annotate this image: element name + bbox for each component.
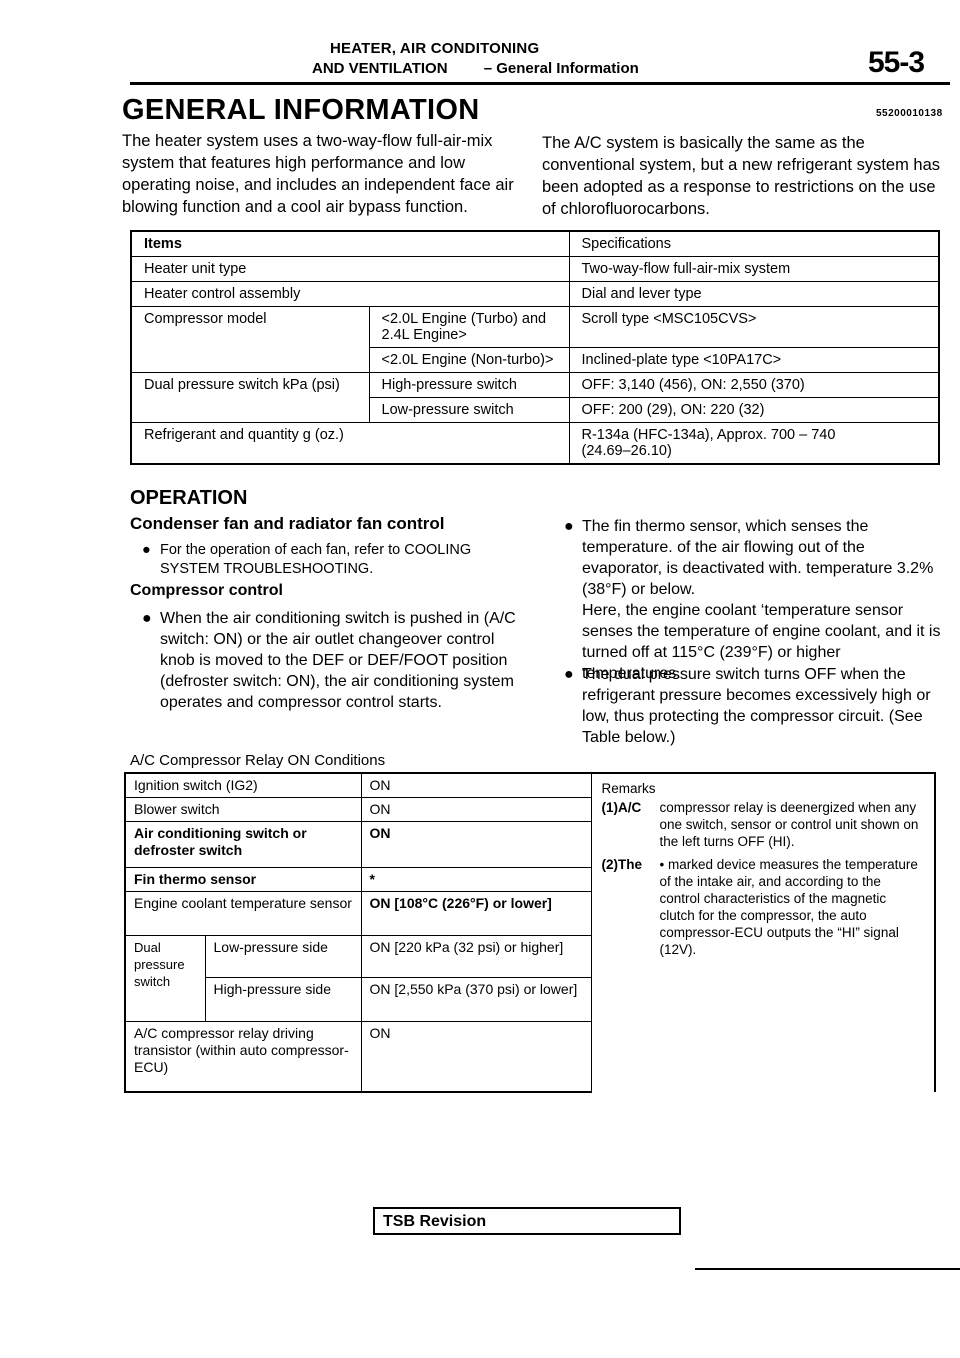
table-row: Compressor model <2.0L Engine (Turbo) an…: [130, 306, 940, 373]
table-row: High-pressure side ON [2,550 kPa (370 ps…: [125, 977, 935, 1022]
table-row: Engine coolant temperature sensor ON [10…: [124, 891, 935, 936]
remark-2-text: • marked device measures the temperature…: [659, 857, 918, 957]
table-row: A/C compressor relay driving transistor …: [124, 1021, 935, 1090]
remark-1-text: compressor relay is deenergized when any…: [659, 800, 919, 849]
table-row: [124, 1089, 935, 1093]
low-side-value: ON [220 kPa (32 psi) or higher]: [360, 935, 591, 978]
table-row: Fin thermo sensor *: [124, 867, 935, 892]
fin-thermo-bullet: ● The fin thermo sensor, which senses th…: [564, 516, 942, 600]
ignition-item: Ignition switch (IG2): [124, 772, 361, 798]
table-row: <2.0L Engine (Non-turbo)> Inclined-plate…: [131, 347, 940, 373]
fin-thermo-value: *: [360, 867, 591, 892]
fin-thermo-bullet-text: The fin thermo sensor, which senses the …: [582, 518, 934, 598]
refrigerant-spec-line1: R-134a (HFC-134a), Approx. 700 – 740: [581, 427, 836, 443]
header-title-line1: HEATER, AIR CONDITONING: [330, 40, 540, 57]
table-row: Dual pressure switch kPa (psi) High-pres…: [130, 372, 940, 423]
ignition-value: ON: [360, 772, 591, 798]
transistor-value: ON: [360, 1021, 591, 1090]
compressor-sub1: <2.0L Engine (Turbo) and 2.4L Engine>: [368, 306, 569, 348]
dual-pressure-bullet-text: The dual pressure switch turns OFF when …: [582, 666, 931, 746]
compressor-spec1: Scroll type <MSC105CVS>: [568, 306, 940, 348]
high-side-item: High-pressure side: [204, 977, 361, 1022]
table-row: Heater control assembly Dial and lever t…: [130, 281, 940, 307]
document-code: 55200010138: [876, 108, 943, 119]
ac-switch-item: Air conditioning switch or defroster swi…: [124, 821, 361, 868]
condenser-bullet-text: For the operation of each fan, refer to …: [160, 542, 472, 577]
refrigerant-item: Refrigerant and quantity g (oz.): [130, 422, 569, 465]
bullet-icon: ●: [142, 610, 152, 627]
compressor-bullet-text: When the air conditioning switch is push…: [160, 610, 516, 711]
high-side-value: ON [2,550 kPa (370 psi) or lower]: [360, 977, 591, 1022]
header-section: – General Information: [483, 60, 639, 77]
coolant-sensor-text: Here, the engine coolant ‘temperature se…: [582, 602, 941, 682]
low-side-item: Low-pressure side: [204, 935, 361, 978]
condenser-bullet: ● For the operation of each fan, refer t…: [142, 541, 520, 579]
dual-pressure-spec2: OFF: 200 (29), ON: 220 (32): [568, 397, 940, 423]
transistor-item: A/C compressor relay driving transistor …: [124, 1021, 361, 1090]
ac-switch-value: ON: [360, 821, 591, 868]
header-rule: [130, 82, 950, 85]
remark-1: (1)A/C compressor relay is deenergized w…: [602, 799, 925, 850]
dual-pressure-sub2: Low-pressure switch: [368, 397, 569, 423]
table-row: Items Specifications: [130, 230, 940, 257]
specifications-table: Items Specifications Heater unit type Tw…: [130, 230, 940, 465]
table-row: Refrigerant and quantity g (oz.) R-134a …: [130, 422, 940, 465]
operation-heading: OPERATION: [130, 487, 248, 509]
table-row: Low-pressure switch OFF: 200 (29), ON: 2…: [131, 397, 940, 423]
table-row: Air conditioning switch or defroster swi…: [124, 821, 935, 868]
coolant-item: Engine coolant temperature sensor: [124, 891, 361, 936]
blower-item: Blower switch: [124, 797, 361, 822]
table-row: Heater unit type Two-way-flow full-air-m…: [130, 256, 940, 282]
intro-ac-paragraph: The A/C system is basically the same as …: [542, 134, 941, 218]
relay-table-title: A/C Compressor Relay ON Conditions: [130, 752, 386, 769]
bullet-icon: ●: [564, 666, 574, 683]
compressor-item: Compressor model: [130, 306, 369, 373]
heater-control-spec: Dial and lever type: [568, 281, 940, 307]
dual-pressure-sub1: High-pressure switch: [368, 372, 569, 398]
bullet-icon: ●: [564, 518, 574, 535]
remarks-cell: Remarks (1)A/C compressor relay is deene…: [590, 772, 936, 1092]
compressor-spec2: Inclined-plate type <10PA17C>: [568, 347, 940, 373]
compressor-sub2: <2.0L Engine (Non-turbo)>: [368, 347, 569, 373]
dual-pressure-spec1: OFF: 3,140 (456), ON: 2,550 (370): [568, 372, 940, 398]
table-row: Dual pressure switch Low-pressure side O…: [124, 935, 935, 1022]
dual-pressure-bullet: ● The dual pressure switch turns OFF whe…: [564, 664, 942, 748]
remark-1-number: (1)A/C: [601, 800, 642, 815]
fin-thermo-item: Fin thermo sensor: [124, 867, 361, 892]
page-title: GENERAL INFORMATION: [122, 94, 480, 126]
header-items: Items: [130, 230, 569, 257]
heater-control-item: Heater control assembly: [130, 281, 569, 307]
header-subtitle: AND VENTILATION: [312, 60, 448, 77]
table-row: Ignition switch (IG2) ON Remarks (1)A/C …: [124, 772, 936, 1092]
remark-2: (2)The • marked device measures the temp…: [602, 856, 925, 958]
remarks-title: Remarks: [601, 781, 656, 796]
compressor-bullet: ● When the air conditioning switch is pu…: [142, 608, 520, 713]
header-title-line2: AND VENTILATION – General Information: [312, 60, 639, 77]
footer-rule: [695, 1268, 960, 1270]
header-specifications: Specifications: [568, 230, 940, 257]
bullet-icon: ●: [142, 542, 151, 558]
relay-conditions-table: Ignition switch (IG2) ON Remarks (1)A/C …: [124, 772, 936, 1093]
compressor-control-heading: Compressor control: [130, 582, 283, 599]
refrigerant-spec: R-134a (HFC-134a), Approx. 700 – 740 (24…: [568, 422, 940, 465]
table-row: Blower switch ON: [124, 797, 935, 822]
page-number: 55-3: [868, 46, 925, 79]
condenser-fan-heading: Condenser fan and radiator fan control: [130, 514, 445, 533]
heater-unit-spec: Two-way-flow full-air-mix system: [568, 256, 940, 282]
heater-unit-item: Heater unit type: [130, 256, 569, 282]
coolant-value: ON [108°C (226°F) or lower]: [360, 891, 591, 936]
blower-value: ON: [360, 797, 591, 822]
intro-heater-paragraph: The heater system uses a two-way-flow fu…: [122, 132, 514, 216]
dual-pressure-group: Dual pressure switch: [124, 935, 205, 1022]
tsb-revision-box: TSB Revision: [373, 1207, 681, 1235]
remark-2-number: (2)The: [601, 857, 643, 872]
dual-pressure-item: Dual pressure switch kPa (psi): [130, 372, 369, 423]
refrigerant-spec-line2: (24.69–26.10): [581, 443, 672, 459]
